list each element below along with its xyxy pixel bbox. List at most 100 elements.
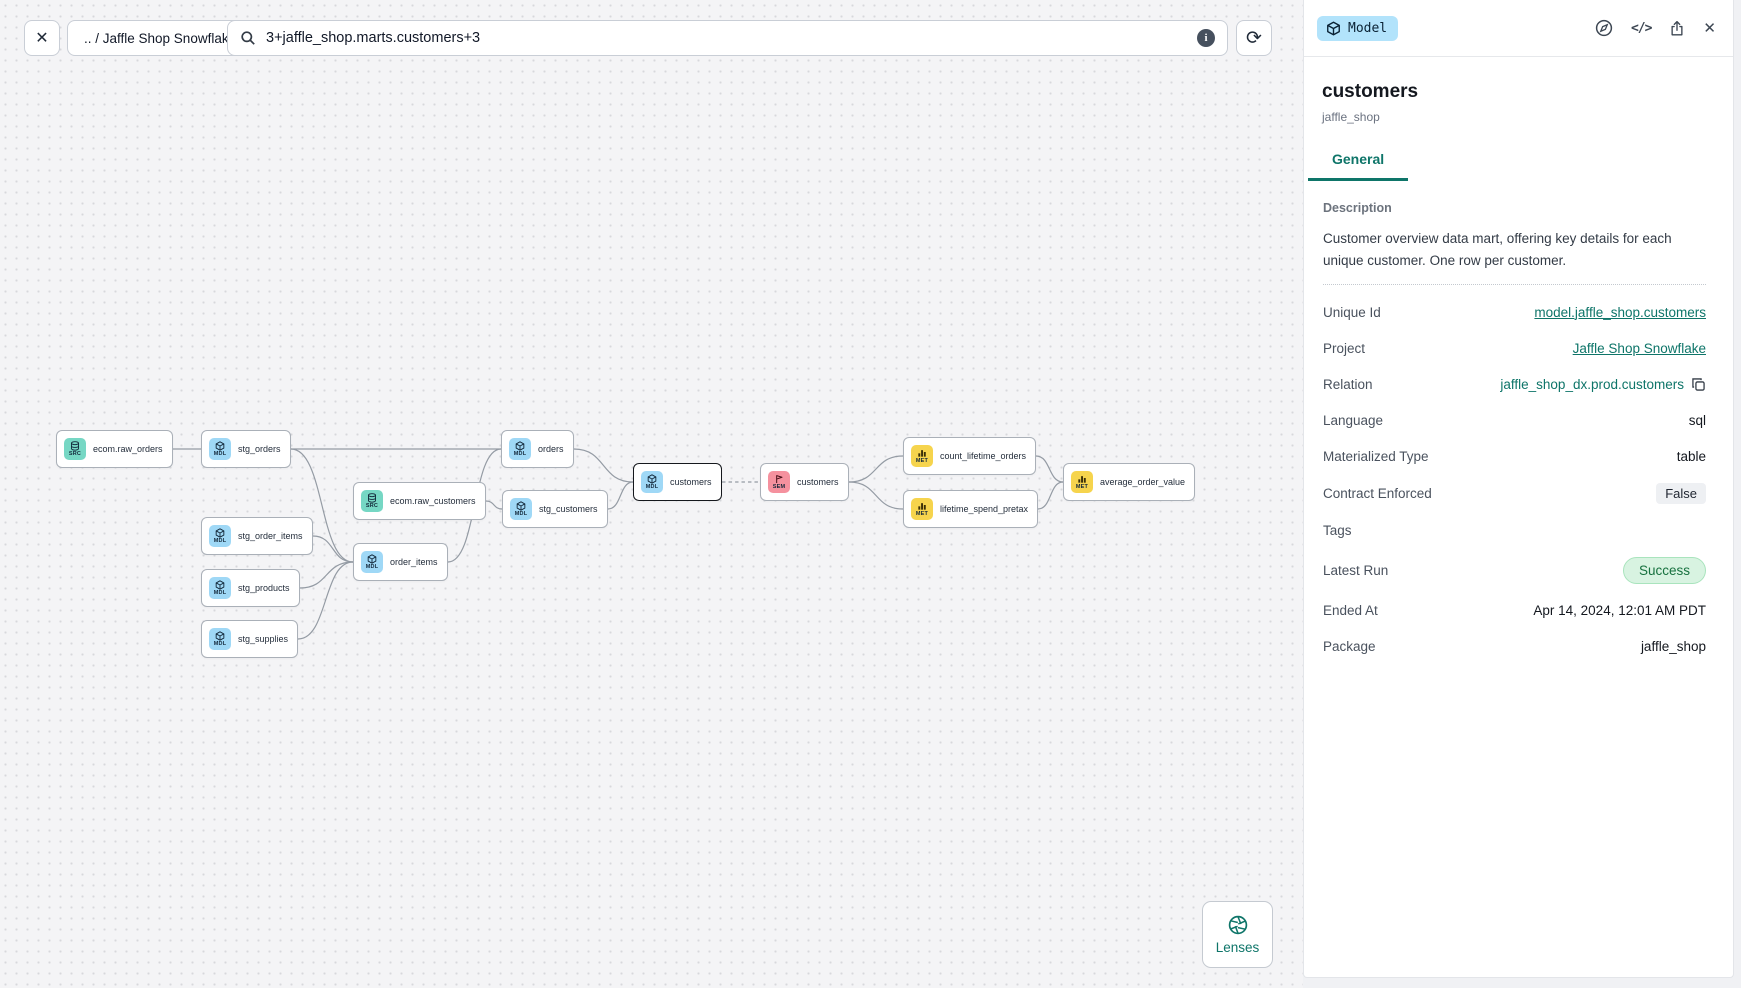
metric-icon: MET [1071,471,1093,493]
lineage-node-order_items[interactable]: MDL order_items [353,543,448,581]
status-badge: Success [1622,556,1706,584]
resource-type-label: Model [1348,20,1388,36]
explore-compass-icon[interactable] [1594,18,1614,38]
property-label: Unique Id [1323,304,1381,320]
breadcrumb[interactable]: .. / Jaffle Shop Snowflake [67,20,254,56]
lenses-aperture-icon [1227,914,1249,936]
node-label: customers [670,477,712,487]
node-label: stg_supplies [238,634,289,644]
model-cube-icon [1326,21,1341,36]
property-label: Ended At [1323,602,1378,618]
property-value: table [1676,448,1706,464]
property-label: Relation [1323,376,1373,392]
source-icon: SRC [361,490,383,512]
edge-stg_products-to-order_items [299,561,354,589]
lenses-button[interactable]: Lenses [1202,901,1273,968]
model-icon: MDL [209,577,231,599]
property-row: Unique Id model.jaffle_shop.customers [1323,294,1706,330]
search-input[interactable] [266,30,1197,46]
metric-icon: MET [911,445,933,467]
info-icon[interactable]: i [1197,29,1215,47]
property-row: Language sql [1323,402,1706,438]
edge-stg_order_items-to-order_items [312,535,354,563]
node-label: order_items [390,557,438,567]
copy-icon[interactable] [1691,377,1706,392]
property-value: jaffle_shop [1640,638,1706,654]
model-icon: MDL [509,438,531,460]
property-label: Project [1323,340,1366,356]
node-label: ecom.raw_customers [390,496,476,506]
property-label: Tags [1323,522,1352,538]
property-row: Relation jaffle_shop_dx.prod.customers [1323,366,1706,402]
lineage-node-raw_customers[interactable]: SRC ecom.raw_customers [353,482,486,520]
node-label: orders [538,444,564,454]
edge-raw_customers-to-stg_customers [485,500,503,510]
property-row: Tags [1323,512,1706,548]
details-panel: Model </> ✕ customers jaffle_shop Gener [1303,0,1734,978]
lineage-node-orders[interactable]: MDL orders [501,430,574,468]
property-label: Language [1323,412,1384,428]
status-badge: False [1656,482,1706,504]
node-label: customers [797,477,839,487]
property-row: Project Jaffle Shop Snowflake [1323,330,1706,366]
breadcrumb-label: .. / Jaffle Shop Snowflake [84,30,237,46]
node-label: lifetime_spend_pretax [940,504,1029,514]
property-label: Contract Enforced [1323,485,1432,501]
edge-lifetime_spend_pretax-to-average_order_value [1037,481,1064,510]
description-text: Customer overview data mart, offering ke… [1323,231,1672,268]
section-divider [1323,284,1706,286]
search-icon [240,30,256,46]
lineage-node-stg_products[interactable]: MDL stg_products [201,569,300,607]
metric-icon: MET [911,498,933,520]
edge-stg_customers-to-customers_model [607,481,634,510]
lineage-node-customers_model[interactable]: MDL customers [633,463,722,501]
close-panel-icon[interactable]: ✕ [1703,20,1716,37]
property-value-link[interactable]: model.jaffle_shop.customers [1534,304,1706,320]
property-value-link[interactable]: Jaffle Shop Snowflake [1572,340,1706,356]
property-label: Latest Run [1323,562,1389,578]
panel-header: Model </> ✕ [1304,0,1733,57]
lineage-node-customers_sem[interactable]: SEM customers [760,463,849,501]
node-label: stg_order_items [238,531,303,541]
property-value: Apr 14, 2024, 12:01 AM PDT [1533,602,1706,618]
code-icon[interactable]: </> [1630,20,1653,36]
property-row: Package jaffle_shop [1323,628,1706,664]
node-label: ecom.raw_orders [93,444,163,454]
semantic-model-icon: SEM [768,471,790,493]
lineage-node-count_lifetime_orders[interactable]: MET count_lifetime_orders [903,437,1037,475]
tab-general[interactable]: General [1308,151,1409,181]
edge-customers_sem-to-lifetime_spend_pretax [848,481,904,510]
node-label: count_lifetime_orders [940,451,1027,461]
lineage-node-raw_orders[interactable]: SRC ecom.raw_orders [56,430,173,468]
property-label: Package [1323,638,1376,654]
edge-orders-to-customers_model [573,448,634,483]
model-icon: MDL [510,498,532,520]
edge-customers_sem-to-count_lifetime_orders [848,455,904,483]
property-row: Contract Enforced False [1323,474,1706,512]
share-icon[interactable] [1668,19,1686,38]
package-subtitle: jaffle_shop [1322,110,1380,124]
page-title: customers [1322,81,1419,102]
source-icon: SRC [64,438,86,460]
lineage-search-bar[interactable]: i [227,20,1228,56]
description-label: Description [1323,201,1392,215]
property-value: sql [1688,412,1706,428]
lineage-node-lifetime_spend_pretax[interactable]: MET lifetime_spend_pretax [903,490,1039,528]
model-icon: MDL [361,551,383,573]
refresh-icon: ⟳ [1246,27,1262,49]
refresh-button[interactable]: ⟳ [1236,20,1272,56]
node-label: stg_orders [238,444,281,454]
model-icon: MDL [641,471,663,493]
property-value: jaffle_shop_dx.prod.customers [1500,376,1684,392]
node-label: stg_products [238,583,290,593]
property-row: Ended At Apr 14, 2024, 12:01 AM PDT [1323,592,1706,628]
close-lineage-button[interactable]: ✕ [24,20,60,56]
